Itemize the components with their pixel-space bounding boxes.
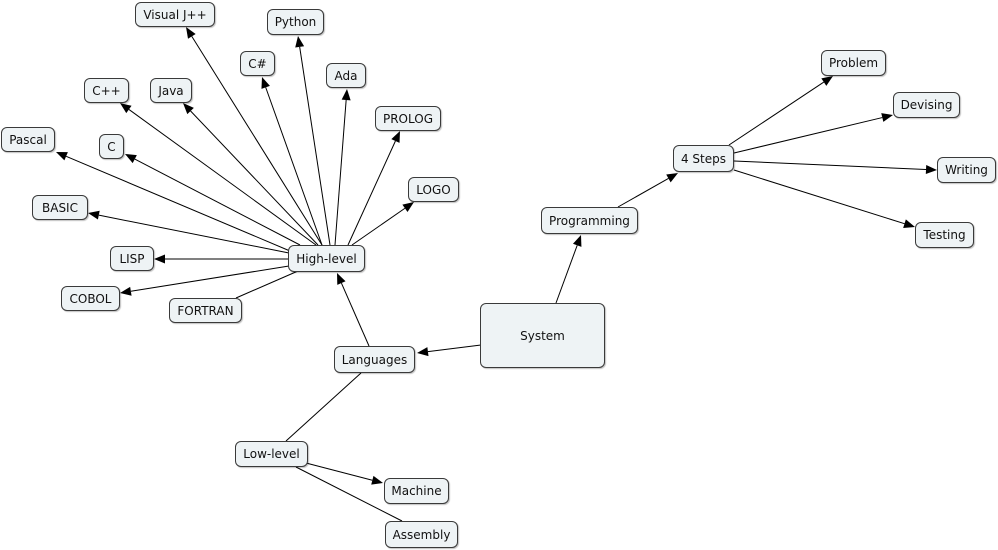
arrowhead — [881, 113, 893, 122]
connector-line — [728, 81, 825, 146]
arrowhead — [120, 286, 132, 296]
node-python[interactable]: Python — [267, 9, 324, 35]
node-basic[interactable]: BASIC — [32, 195, 88, 220]
node-machine[interactable]: Machine — [384, 478, 449, 504]
connector-line — [265, 87, 323, 246]
node-writing[interactable]: Writing — [937, 157, 996, 183]
node-java[interactable]: Java — [150, 78, 192, 103]
arrowhead — [56, 152, 68, 161]
connector-line — [65, 155, 291, 252]
arrowhead — [295, 36, 305, 48]
arrowhead — [371, 475, 383, 485]
node-testing[interactable]: Testing — [915, 222, 974, 248]
arrowhead — [341, 89, 351, 101]
arrowhead — [120, 103, 132, 114]
connector-line — [98, 214, 290, 254]
connector-line — [733, 117, 883, 154]
connector-line — [334, 99, 347, 246]
arrowhead — [572, 235, 582, 247]
node-devising[interactable]: Devising — [893, 92, 960, 118]
arrowhead — [186, 27, 196, 39]
node-low-level[interactable]: Low-level — [235, 441, 308, 467]
node-languages[interactable]: Languages — [334, 346, 415, 373]
arrowhead — [925, 165, 937, 175]
node-ada[interactable]: Ada — [326, 63, 366, 88]
node-high-level[interactable]: High-level — [288, 245, 365, 272]
node-four-steps[interactable]: 4 Steps — [673, 145, 734, 172]
arrowhead — [417, 347, 429, 357]
connector-line — [128, 109, 317, 246]
node-assembly[interactable]: Assembly — [385, 521, 458, 548]
node-csharp[interactable]: C# — [240, 51, 275, 76]
node-programming[interactable]: Programming — [541, 207, 638, 234]
node-prolog[interactable]: PROLOG — [375, 106, 441, 131]
node-system[interactable]: System — [480, 303, 605, 368]
arrowhead — [261, 77, 270, 89]
arrowhead — [391, 131, 400, 143]
node-cpp[interactable]: C++ — [84, 78, 129, 103]
node-c[interactable]: C — [99, 134, 124, 159]
node-cobol[interactable]: COBOL — [61, 286, 120, 311]
node-logo[interactable]: LOGO — [408, 177, 459, 202]
connector-line — [427, 344, 482, 353]
connector-line — [295, 466, 403, 522]
connector-line — [130, 265, 290, 292]
arrowhead — [903, 219, 915, 228]
connector-line — [134, 158, 301, 246]
node-visual-jpp[interactable]: Visual J++ — [135, 2, 215, 27]
arrowhead — [154, 254, 165, 264]
connector-line — [299, 46, 331, 246]
connector-line — [733, 160, 927, 171]
connector-line — [617, 177, 669, 208]
node-pascal[interactable]: Pascal — [1, 127, 55, 152]
arrowhead — [337, 273, 346, 285]
connector-line — [305, 462, 373, 481]
connector-line — [235, 270, 299, 299]
connector-line — [347, 140, 396, 246]
arrowhead — [821, 76, 833, 86]
node-lisp[interactable]: LISP — [110, 246, 154, 271]
arrowhead — [402, 202, 414, 212]
node-problem[interactable]: Problem — [821, 50, 886, 76]
arrowhead — [666, 173, 678, 183]
arrowhead — [183, 103, 194, 115]
arrowhead — [125, 154, 137, 164]
connector-line — [285, 372, 362, 442]
connector-line — [555, 245, 578, 304]
node-fortran[interactable]: FORTRAN — [169, 298, 242, 323]
connector-line — [733, 169, 905, 225]
connector-line — [191, 36, 323, 246]
connector-line — [190, 110, 319, 246]
connector-line — [351, 207, 406, 246]
arrowhead — [88, 210, 100, 220]
connector-line — [340, 282, 370, 347]
